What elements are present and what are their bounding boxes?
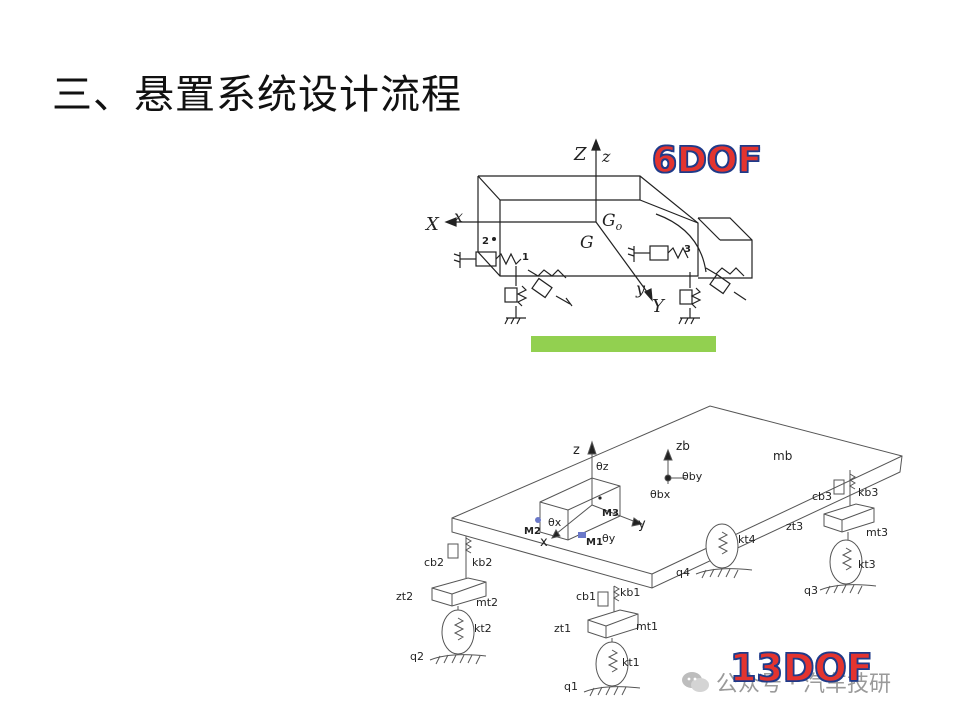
axis-Y-label: Y (652, 296, 666, 317)
six-dof-label: 6DOF (651, 139, 763, 182)
label-q4: q4 (676, 566, 690, 579)
label-zt2: zt2 (396, 590, 413, 603)
watermark-text: 公众号 · 汽车技研 (716, 672, 891, 697)
label-mt2: mt2 (476, 596, 498, 609)
mount-3-label: 3 (684, 244, 691, 255)
label-cb1: cb1 (576, 590, 596, 603)
axis-y-label: y (635, 279, 646, 298)
label-M1: M1 (586, 537, 603, 548)
label-theta-bx: θbx (650, 488, 671, 501)
mount-1-label: 1 (522, 252, 529, 263)
page-title: 三、悬置系统设计流程 (52, 72, 462, 118)
axis-x-label: x (454, 207, 463, 226)
label-kb2: kb2 (472, 556, 492, 569)
label-mt3: mt3 (866, 526, 888, 539)
cg-G-label: G (580, 233, 594, 253)
cg-Go-label: Go (602, 211, 623, 233)
label-q1: q1 (564, 680, 578, 693)
label-q3: q3 (804, 584, 818, 597)
label-kt2: kt2 (474, 622, 492, 635)
axis-z-label: z (601, 147, 611, 166)
label-theta-y: θy (602, 532, 616, 545)
label-x: x (540, 535, 548, 550)
label-theta-by: θby (682, 470, 703, 483)
axis-Z-label: Z (573, 144, 587, 165)
label-kb3: kb3 (858, 486, 878, 499)
label-kb1: kb1 (620, 586, 640, 599)
label-kt3: kt3 (858, 558, 876, 571)
label-cb3: cb3 (812, 490, 832, 503)
label-zt3: zt3 (786, 520, 803, 533)
label-z: z (573, 443, 580, 458)
axis-X-label: X (424, 214, 440, 235)
watermark: 公众号 · 汽车技研 (680, 666, 891, 698)
label-y: y (638, 517, 646, 532)
label-mt1: mt1 (636, 620, 658, 633)
label-M3: M3 (602, 508, 619, 519)
label-theta-x: θx (548, 516, 562, 529)
thirteen-dof-label: 13DOF (729, 645, 873, 691)
label-M2: M2 (524, 526, 541, 537)
label-zb: zb (676, 439, 690, 453)
label-cb2: cb2 (424, 556, 444, 569)
label-zt1: zt1 (554, 622, 571, 635)
label-kt1: kt1 (622, 656, 640, 669)
label-theta-z: θz (596, 460, 609, 473)
wechat-icon (682, 672, 709, 692)
label-kt4: kt4 (738, 533, 756, 546)
highlight-bar (531, 336, 716, 352)
mount-2-label: 2 (482, 236, 489, 247)
label-mb: mb (773, 449, 792, 463)
label-q2: q2 (410, 650, 424, 663)
